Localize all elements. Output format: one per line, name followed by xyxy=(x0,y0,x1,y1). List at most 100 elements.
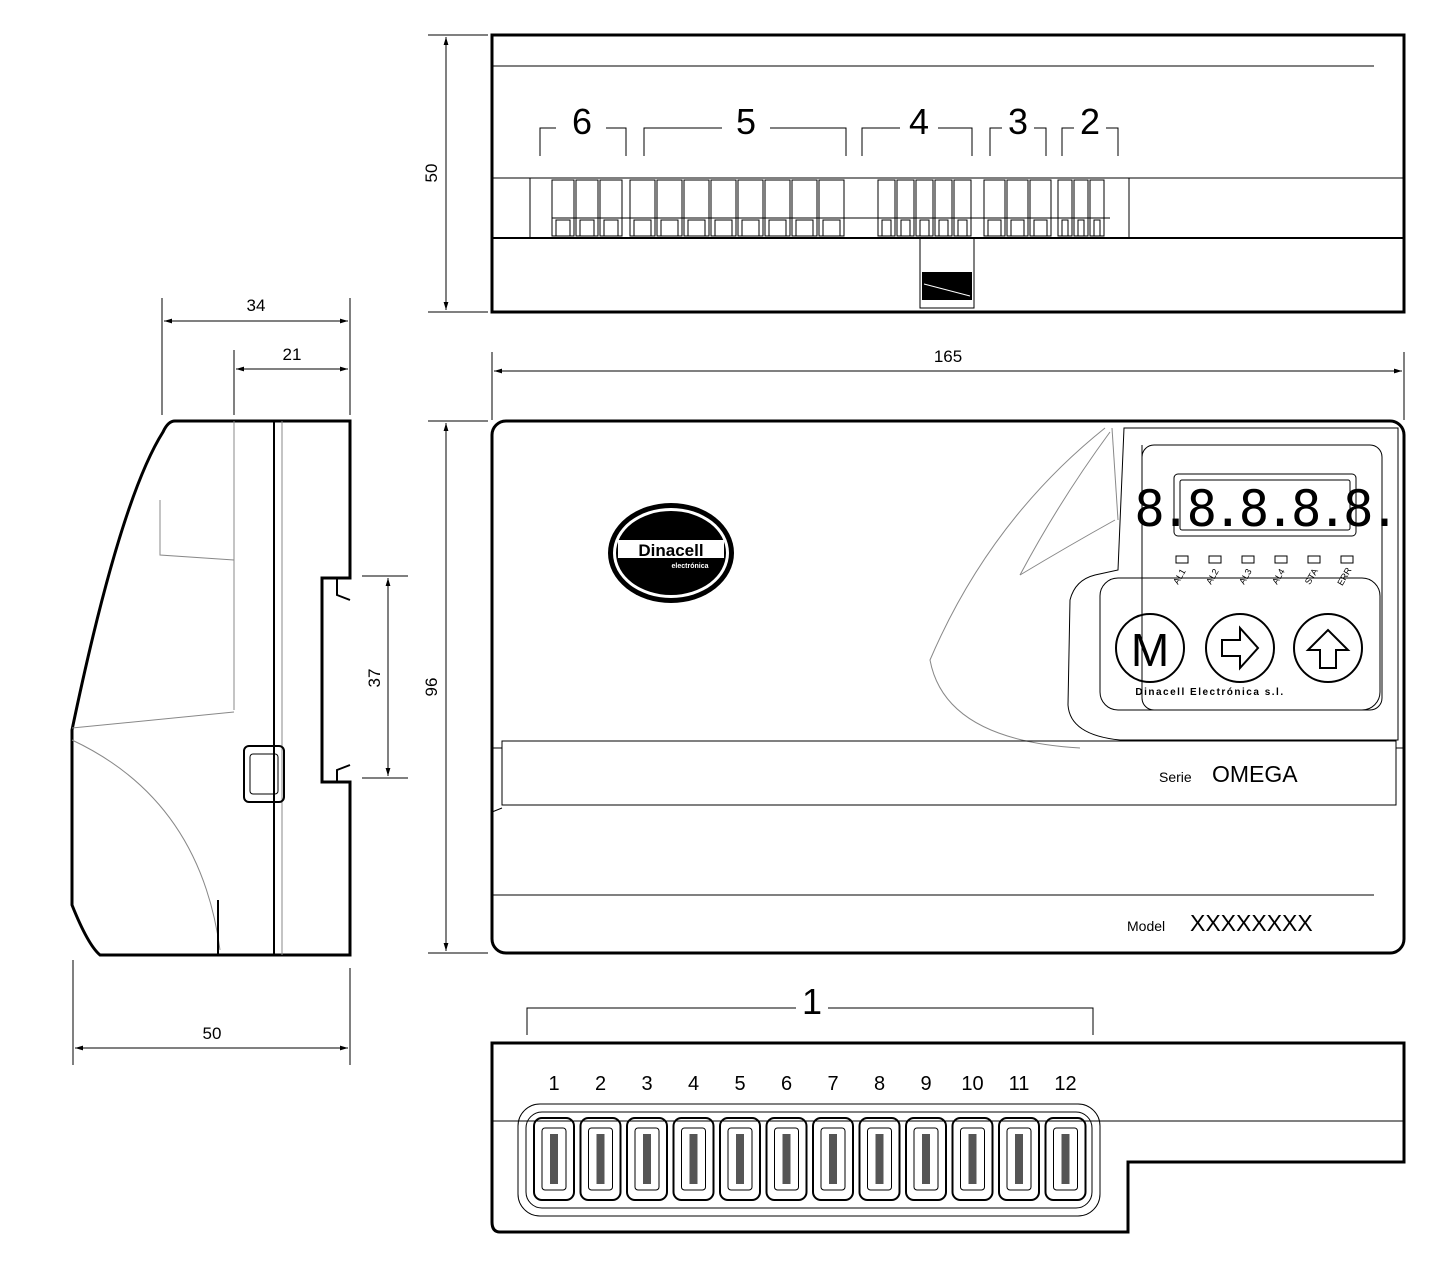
top-terminal xyxy=(1089,179,1105,237)
group-label: 2 xyxy=(1080,101,1100,142)
dimension-label: 50 xyxy=(422,164,441,183)
terminal-number: 6 xyxy=(781,1073,792,1095)
dimension-top-height: 50 xyxy=(422,37,449,310)
top-terminal xyxy=(710,179,737,237)
menu-button[interactable]: M xyxy=(1115,613,1185,683)
dimension-label: 96 xyxy=(422,678,441,697)
dimension-label: 34 xyxy=(247,296,266,315)
group-bracket-2: 2 xyxy=(1061,101,1119,156)
top-view: 50 6 5 4 3 2 xyxy=(422,33,1406,314)
series-prefix: Serie xyxy=(1159,769,1192,785)
terminal-number: 7 xyxy=(827,1073,838,1095)
status-led: AL2 xyxy=(1204,555,1222,586)
terminal-number: 5 xyxy=(734,1073,745,1095)
group-bracket-1: 1 xyxy=(526,981,1094,1035)
terminal-number: 12 xyxy=(1054,1073,1076,1095)
bottom-terminal: 6 xyxy=(765,1073,808,1201)
top-terminal xyxy=(764,179,791,237)
top-terminal xyxy=(575,179,599,237)
logo-text: Dinacell xyxy=(638,541,703,560)
top-terminal xyxy=(629,179,656,237)
group-bracket-6: 6 xyxy=(539,101,627,156)
top-terminal xyxy=(656,179,683,237)
bottom-terminal: 7 xyxy=(812,1073,854,1201)
side-view: 34 21 37 50 xyxy=(70,296,408,1065)
dimension-side-bottom-depth: 50 xyxy=(75,1024,348,1051)
led-label: AL2 xyxy=(1204,567,1221,586)
led-label: AL4 xyxy=(1270,567,1287,586)
led-label: AL3 xyxy=(1237,567,1254,586)
bottom-terminal: 10 xyxy=(951,1073,994,1201)
top-terminal xyxy=(934,179,953,237)
top-terminal xyxy=(683,179,710,237)
status-led: ERR xyxy=(1335,555,1354,587)
group-label: 1 xyxy=(802,981,822,1022)
terminal-number: 11 xyxy=(1009,1073,1030,1095)
group-label: 3 xyxy=(1008,101,1028,142)
top-terminal xyxy=(551,179,575,237)
terminal-number: 2 xyxy=(595,1073,606,1095)
button-m-label: M xyxy=(1131,624,1169,676)
terminal-number: 9 xyxy=(920,1073,931,1095)
dimension-label: 21 xyxy=(283,345,302,364)
bottom-housing-outline xyxy=(490,1041,1406,1234)
model-value: XXXXXXXX xyxy=(1190,910,1313,936)
dimension-side-total-depth: 34 xyxy=(164,296,348,324)
display-digits: 8.8.8.8.8. xyxy=(1134,480,1395,538)
arrow-up-button[interactable] xyxy=(1293,613,1363,683)
brand-line: Dinacell Electrónica s.l. xyxy=(1135,687,1284,698)
bottom-terminal: 9 xyxy=(905,1073,947,1201)
led-label: STA xyxy=(1303,567,1320,587)
terminal-block-outer xyxy=(517,1103,1101,1217)
terminal-number: 10 xyxy=(961,1073,983,1095)
terminal-number: 3 xyxy=(641,1073,652,1095)
dimension-front-height: 96 xyxy=(422,423,449,951)
arrow-right-icon xyxy=(1221,625,1260,671)
front-view: 165 96 8.8.8.8.8. AL1 AL2 AL3 AL4 STA ERR M xyxy=(422,347,1406,955)
terminal-number: 8 xyxy=(874,1073,885,1095)
logo-subtext: electrónica xyxy=(672,563,709,570)
top-connector-strip xyxy=(551,179,1110,237)
group-label: 5 xyxy=(736,101,756,142)
group-label: 6 xyxy=(572,101,592,142)
group-bracket-3: 3 xyxy=(989,101,1047,156)
front-housing-outline xyxy=(490,419,1406,955)
terminal-number: 1 xyxy=(548,1073,559,1095)
top-terminal xyxy=(818,179,845,237)
control-panel-outline xyxy=(1067,427,1399,741)
status-led: AL1 xyxy=(1171,555,1189,586)
bottom-terminal: 1 xyxy=(533,1073,575,1201)
top-terminal xyxy=(1006,179,1029,237)
top-terminal xyxy=(983,179,1006,237)
side-latch xyxy=(243,745,285,803)
status-led: STA xyxy=(1303,555,1321,587)
dimension-side-front-depth: 21 xyxy=(236,345,348,372)
top-housing-outline xyxy=(490,33,1406,314)
led-row: AL1 AL2 AL3 AL4 STA ERR xyxy=(1171,555,1354,587)
top-terminal xyxy=(896,179,915,237)
dimension-label: 165 xyxy=(934,347,962,366)
arrow-up-icon xyxy=(1305,628,1351,669)
bottom-terminal: 3 xyxy=(626,1073,668,1201)
top-terminal xyxy=(953,179,972,237)
din-clip xyxy=(919,237,975,309)
top-terminal xyxy=(915,179,934,237)
dimension-label: 50 xyxy=(203,1024,222,1043)
series-name: OMEGA xyxy=(1212,761,1298,787)
bottom-terminal: 11 xyxy=(998,1073,1040,1201)
model-prefix: Model xyxy=(1127,918,1165,934)
top-terminal xyxy=(1029,179,1052,237)
group-bracket-4: 4 xyxy=(861,101,973,156)
top-terminal xyxy=(1073,179,1089,237)
terminal-number: 4 xyxy=(688,1073,699,1095)
top-terminal xyxy=(737,179,764,237)
bottom-terminal: 5 xyxy=(719,1073,761,1201)
arrow-right-button[interactable] xyxy=(1205,613,1275,683)
top-terminal xyxy=(877,179,896,237)
bottom-terminal: 8 xyxy=(858,1073,901,1201)
top-terminal xyxy=(599,179,623,237)
dimension-rail-height: 37 xyxy=(365,578,391,776)
dinacell-logo: Dinacell electrónica xyxy=(608,503,734,603)
